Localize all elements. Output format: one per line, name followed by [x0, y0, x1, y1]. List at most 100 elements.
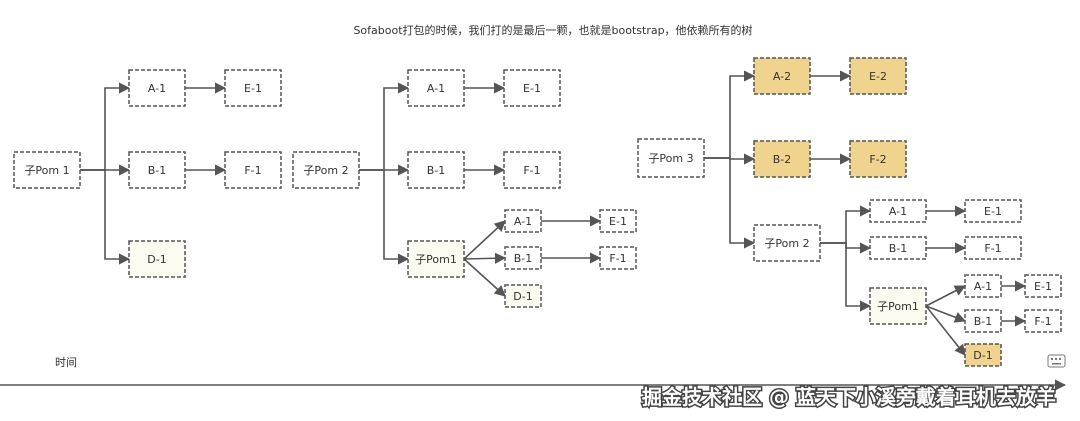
node-t1-root: 子Pom 1 [13, 151, 81, 189]
node-label: A-2 [773, 70, 791, 83]
edge-t2-sub-to-t2-sa1 [463, 220, 506, 260]
node-box [407, 240, 465, 278]
node-box [599, 246, 637, 270]
node-t2-sd1: D-1 [504, 284, 542, 308]
edge-t3-sub2-to-t3-a1 [820, 205, 872, 244]
node-t3-sf1: F-1 [1024, 309, 1062, 333]
node-t2-sub: 子Pom1 [407, 240, 465, 278]
edge-t3-sub1-to-t3-sd1 [925, 305, 966, 356]
node-box [224, 69, 282, 107]
node-t2-sb1: B-1 [504, 246, 542, 270]
node-label: 子Pom 1 [24, 164, 69, 177]
node-box [128, 151, 186, 189]
node-label: E-1 [523, 82, 541, 95]
node-box [503, 69, 561, 107]
node-label: E-2 [869, 70, 887, 83]
node-t3-b1: B-1 [869, 236, 927, 260]
node-box [504, 246, 542, 270]
diagram-title: Sofaboot打包的时候，我们打的是最后一颗，也就是bootstrap，他依赖… [353, 23, 752, 37]
node-label: B-1 [889, 242, 908, 255]
node-label: F-1 [609, 252, 626, 265]
node-t1-b1: B-1 [128, 151, 186, 189]
node-t3-a2: A-2 [753, 57, 811, 95]
node-label: F-1 [1034, 315, 1051, 328]
node-t1-e1: E-1 [224, 69, 282, 107]
node-box [637, 138, 705, 178]
node-t2-a1: A-1 [407, 69, 465, 107]
keyboard-icon[interactable] [1047, 354, 1066, 368]
node-label: F-1 [984, 242, 1001, 255]
node-t2-se1: E-1 [599, 209, 637, 233]
node-label: 子Pom 2 [764, 237, 809, 250]
node-label: A-1 [148, 82, 166, 95]
node-box [292, 151, 360, 189]
node-label: A-1 [974, 280, 992, 293]
node-t3-a1: A-1 [869, 199, 927, 223]
node-t2-sa1: A-1 [504, 209, 542, 233]
node-label: A-1 [514, 215, 532, 228]
node-box [407, 151, 465, 189]
node-box [849, 140, 907, 178]
node-t3-sb1: B-1 [964, 309, 1002, 333]
time-axis-label: 时间 [55, 356, 77, 369]
node-label: B-1 [514, 252, 533, 265]
node-label: A-1 [427, 82, 445, 95]
node-box [753, 224, 821, 262]
node-label: 子Pom 3 [648, 152, 693, 165]
edge-t2-sub-to-t2-sb1 [463, 252, 507, 264]
node-box [224, 151, 282, 189]
node-label: F-2 [869, 153, 886, 166]
node-t3-sub1: 子Pom1 [869, 287, 927, 325]
edge-t3-root-to-t3-a2 [704, 70, 756, 159]
node-t3-sa1: A-1 [964, 274, 1002, 298]
edge-t1-root-to-t1-d1 [80, 169, 131, 265]
node-box [407, 69, 465, 107]
node-label: D-1 [147, 253, 166, 266]
node-box [128, 69, 186, 107]
node-label: D-1 [513, 290, 532, 303]
node-t3-sd1: D-1 [964, 343, 1002, 367]
node-label: A-1 [889, 205, 907, 218]
node-label: E-1 [1034, 280, 1052, 293]
node-label: B-2 [773, 153, 792, 166]
node-t3-f2: F-2 [849, 140, 907, 178]
edge-t3-sub1-to-t3-sb1 [925, 305, 967, 323]
node-box [964, 309, 1002, 333]
node-box [869, 287, 927, 325]
node-label: B-1 [974, 315, 993, 328]
node-box [964, 343, 1002, 367]
node-box [964, 274, 1002, 298]
node-t2-root: 子Pom 2 [292, 151, 360, 189]
node-t1-f1: F-1 [224, 151, 282, 189]
node-box [1024, 309, 1062, 333]
node-t3-sub2: 子Pom 2 [753, 224, 821, 262]
node-t3-b2: B-2 [753, 140, 811, 178]
node-label: B-1 [148, 164, 167, 177]
edge-t3-sub1-to-t3-sa1 [925, 285, 966, 307]
node-t2-sf1: F-1 [599, 246, 637, 270]
node-box [869, 199, 927, 223]
node-box [599, 209, 637, 233]
node-label: F-1 [244, 164, 261, 177]
node-t2-f1: F-1 [503, 151, 561, 189]
node-label: 子Pom1 [415, 253, 457, 266]
node-label: F-1 [523, 164, 540, 177]
node-label: E-1 [244, 82, 262, 95]
node-box [849, 57, 907, 95]
node-t1-d1: D-1 [128, 240, 186, 278]
edge-t1-root-to-t1-a1 [80, 82, 131, 171]
node-t3-se1: E-1 [1024, 274, 1062, 298]
edge-t2-root-to-t2-a1 [359, 82, 410, 171]
node-t1-a1: A-1 [128, 69, 186, 107]
edge-t2-root-to-t2-sub [359, 169, 410, 265]
edge-t3-sub2-to-t3-sub1 [820, 242, 872, 312]
node-label: 子Pom 2 [303, 164, 348, 177]
node-box [503, 151, 561, 189]
node-box [869, 236, 927, 260]
node-t3-e2: E-2 [849, 57, 907, 95]
edge-t2-sub-to-t2-sd1 [463, 258, 506, 297]
node-box [964, 199, 1022, 223]
node-label: E-1 [984, 205, 1002, 218]
